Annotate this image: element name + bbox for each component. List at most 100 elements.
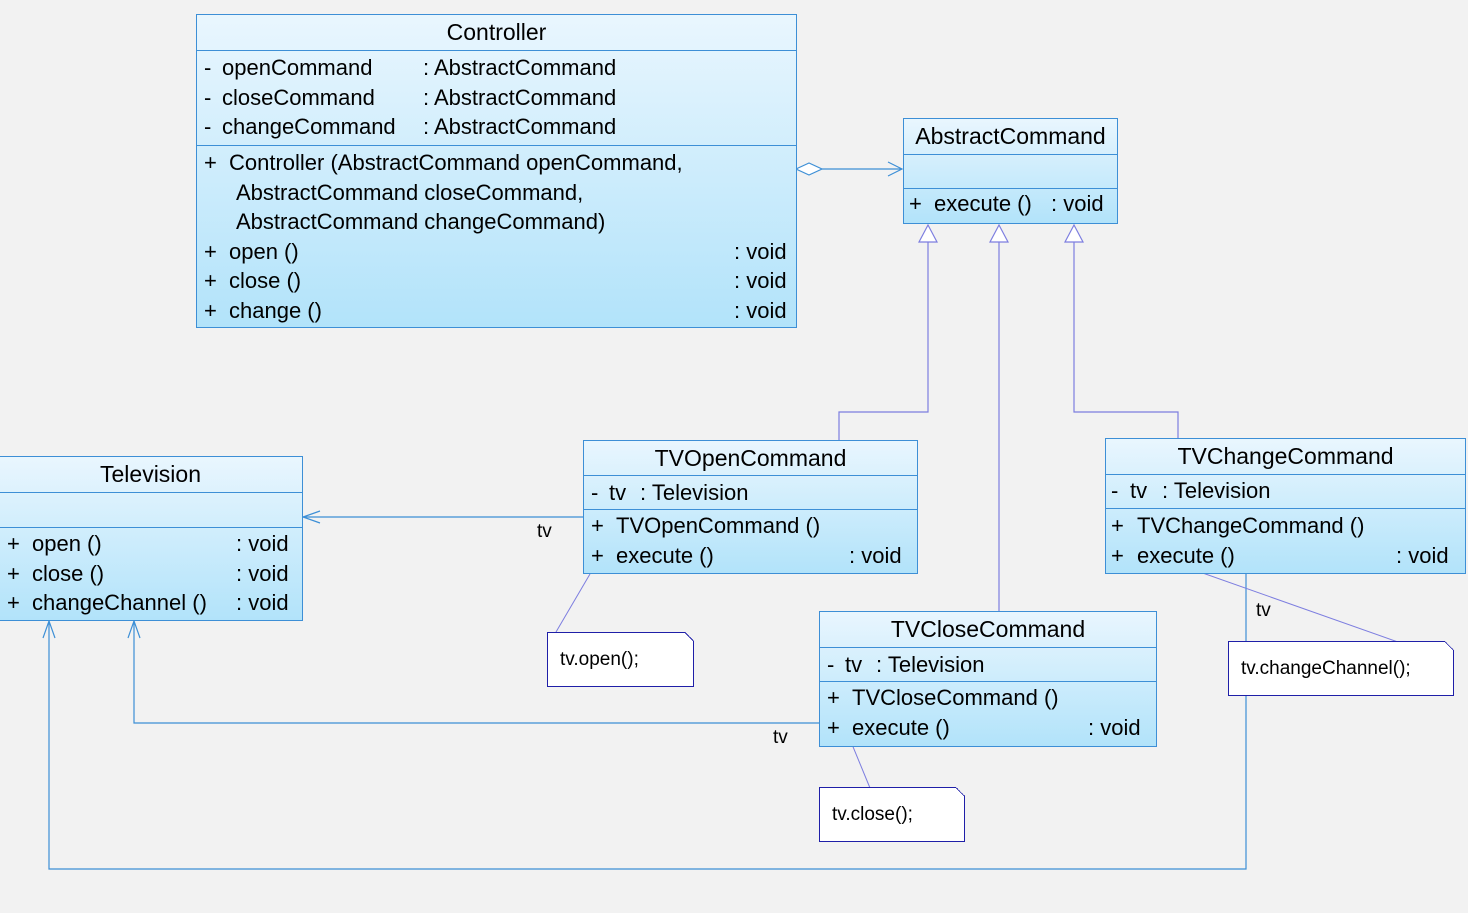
class-name: Controller xyxy=(197,15,796,51)
method-type: : void xyxy=(1396,542,1449,568)
method-name: changeChannel () xyxy=(32,590,207,616)
visibility: + xyxy=(1111,542,1124,568)
visibility: + xyxy=(591,513,604,538)
operations-section: + TVCloseCommand () + execute () : void xyxy=(820,682,1156,742)
attributes-section: - openCommand : AbstractCommand - closeC… xyxy=(197,51,796,146)
method-name: TVChangeCommand () xyxy=(1137,513,1365,538)
constructor-line: Controller (AbstractCommand openCommand, xyxy=(229,150,683,175)
operations-section: + open () : void + close () : void + cha… xyxy=(0,528,302,618)
operations-section: + TVChangeCommand () + execute () : void xyxy=(1106,509,1465,570)
class-abstractcommand[interactable]: AbstractCommand + execute () : void xyxy=(903,118,1118,224)
method-name: execute () xyxy=(852,714,950,740)
constructor-row: + Controller (AbstractCommand openComman… xyxy=(197,148,796,178)
note-tv-open[interactable]: tv.open(); xyxy=(547,632,694,687)
attribute-row: - tv : Television xyxy=(820,650,1156,680)
class-tvclosecommand[interactable]: TVCloseCommand - tv : Television + TVClo… xyxy=(819,611,1157,747)
attribute-type: : Television xyxy=(1162,478,1271,503)
operations-section: + TVOpenCommand () + execute () : void xyxy=(584,510,917,570)
attribute-name: tv xyxy=(845,652,863,677)
method-name: open () xyxy=(229,238,299,264)
class-tvchangecommand[interactable]: TVChangeCommand - tv : Television + TVCh… xyxy=(1105,438,1466,574)
visibility: + xyxy=(7,531,20,556)
visibility: - xyxy=(1111,478,1119,503)
visibility: - xyxy=(204,84,212,110)
method-type: : void xyxy=(734,268,787,294)
attribute-type: : AbstractCommand xyxy=(423,114,617,140)
attribute-row: - changeCommand : AbstractCommand xyxy=(197,112,796,142)
method-type: : void xyxy=(1088,714,1141,740)
method-type: : void xyxy=(236,560,289,586)
association-tvchangecommand-television xyxy=(42,573,1247,870)
constructor-line: AbstractCommand closeCommand, xyxy=(236,179,584,205)
association-tvclosecommand-television xyxy=(127,619,819,724)
attribute-name: changeCommand xyxy=(222,114,396,140)
method-row: + TVOpenCommand () xyxy=(584,511,917,541)
method-row: + open () : void xyxy=(0,529,302,559)
visibility: + xyxy=(827,714,840,740)
generalization-tvopencommand xyxy=(838,223,938,440)
attributes-section: - tv : Television xyxy=(1106,475,1465,509)
method-row: + execute () : void xyxy=(904,189,1117,219)
method-row: + changeChannel () : void xyxy=(0,588,302,618)
method-row: + execute () : void xyxy=(584,541,917,571)
method-row: + change () : void xyxy=(197,296,796,326)
attributes-section: - tv : Television xyxy=(820,648,1156,682)
association-tvopencommand-television xyxy=(301,510,583,524)
visibility: + xyxy=(204,150,217,175)
visibility: + xyxy=(909,191,922,216)
method-name: close () xyxy=(32,560,105,586)
generalization-tvchangecommand xyxy=(1064,223,1179,438)
class-name: AbstractCommand xyxy=(904,119,1117,155)
visibility: + xyxy=(204,268,217,294)
visibility: - xyxy=(204,114,212,140)
class-controller[interactable]: Controller - openCommand : AbstractComma… xyxy=(196,14,797,328)
visibility: - xyxy=(827,652,835,677)
attribute-name: tv xyxy=(609,480,627,505)
attribute-name: closeCommand xyxy=(222,84,375,110)
attribute-row: - closeCommand : AbstractCommand xyxy=(197,83,796,113)
operations-section: + execute () : void xyxy=(904,189,1117,219)
visibility: - xyxy=(591,480,599,505)
method-name: TVCloseCommand () xyxy=(852,685,1059,710)
attribute-type: : AbstractCommand xyxy=(423,84,617,110)
method-row: + open () : void xyxy=(197,237,796,267)
constructor-line: AbstractCommand changeCommand) xyxy=(236,209,606,235)
attribute-name: openCommand xyxy=(222,55,373,80)
aggregation-controller-abstractcommand xyxy=(794,161,904,177)
role-label-tv: tv xyxy=(1256,600,1271,621)
method-row: + TVChangeCommand () xyxy=(1106,511,1465,541)
attribute-row: - tv : Television xyxy=(584,478,917,508)
method-type: : void xyxy=(236,590,289,616)
attribute-name: tv xyxy=(1130,478,1148,503)
note-tv-changechannel[interactable]: tv.changeChannel(); xyxy=(1228,641,1454,696)
visibility: + xyxy=(591,542,604,568)
method-row: + close () : void xyxy=(197,266,796,296)
method-name: close () xyxy=(229,268,302,294)
note-tv-close[interactable]: tv.close(); xyxy=(819,787,965,842)
operations-section: + Controller (AbstractCommand openComman… xyxy=(197,146,796,326)
class-television[interactable]: Television + open () : void + close () :… xyxy=(0,456,303,621)
attribute-type: : Television xyxy=(876,652,985,677)
visibility: + xyxy=(204,297,217,323)
method-name: execute () xyxy=(616,542,714,568)
attribute-row: - tv : Television xyxy=(1106,476,1465,506)
class-name: TVChangeCommand xyxy=(1106,439,1465,475)
class-tvopencommand[interactable]: TVOpenCommand - tv : Television + TVOpen… xyxy=(583,440,918,574)
attributes-section xyxy=(0,493,302,528)
visibility: - xyxy=(204,55,212,80)
role-label-tv: tv xyxy=(773,727,788,748)
constructor-row: AbstractCommand changeCommand) xyxy=(197,207,796,237)
method-type: : void xyxy=(1051,191,1104,216)
method-row: + execute () : void xyxy=(820,713,1156,743)
method-name: execute () xyxy=(934,191,1032,216)
attribute-row: - openCommand : AbstractCommand xyxy=(197,53,796,83)
constructor-row: AbstractCommand closeCommand, xyxy=(197,178,796,208)
attribute-type: : Television xyxy=(640,480,749,505)
class-name: TVCloseCommand xyxy=(820,612,1156,648)
method-name: change () xyxy=(229,297,322,323)
method-name: execute () xyxy=(1137,542,1235,568)
visibility: + xyxy=(7,560,20,586)
role-label-tv: tv xyxy=(537,521,552,542)
method-row: + execute () : void xyxy=(1106,541,1465,571)
visibility: + xyxy=(1111,513,1124,538)
